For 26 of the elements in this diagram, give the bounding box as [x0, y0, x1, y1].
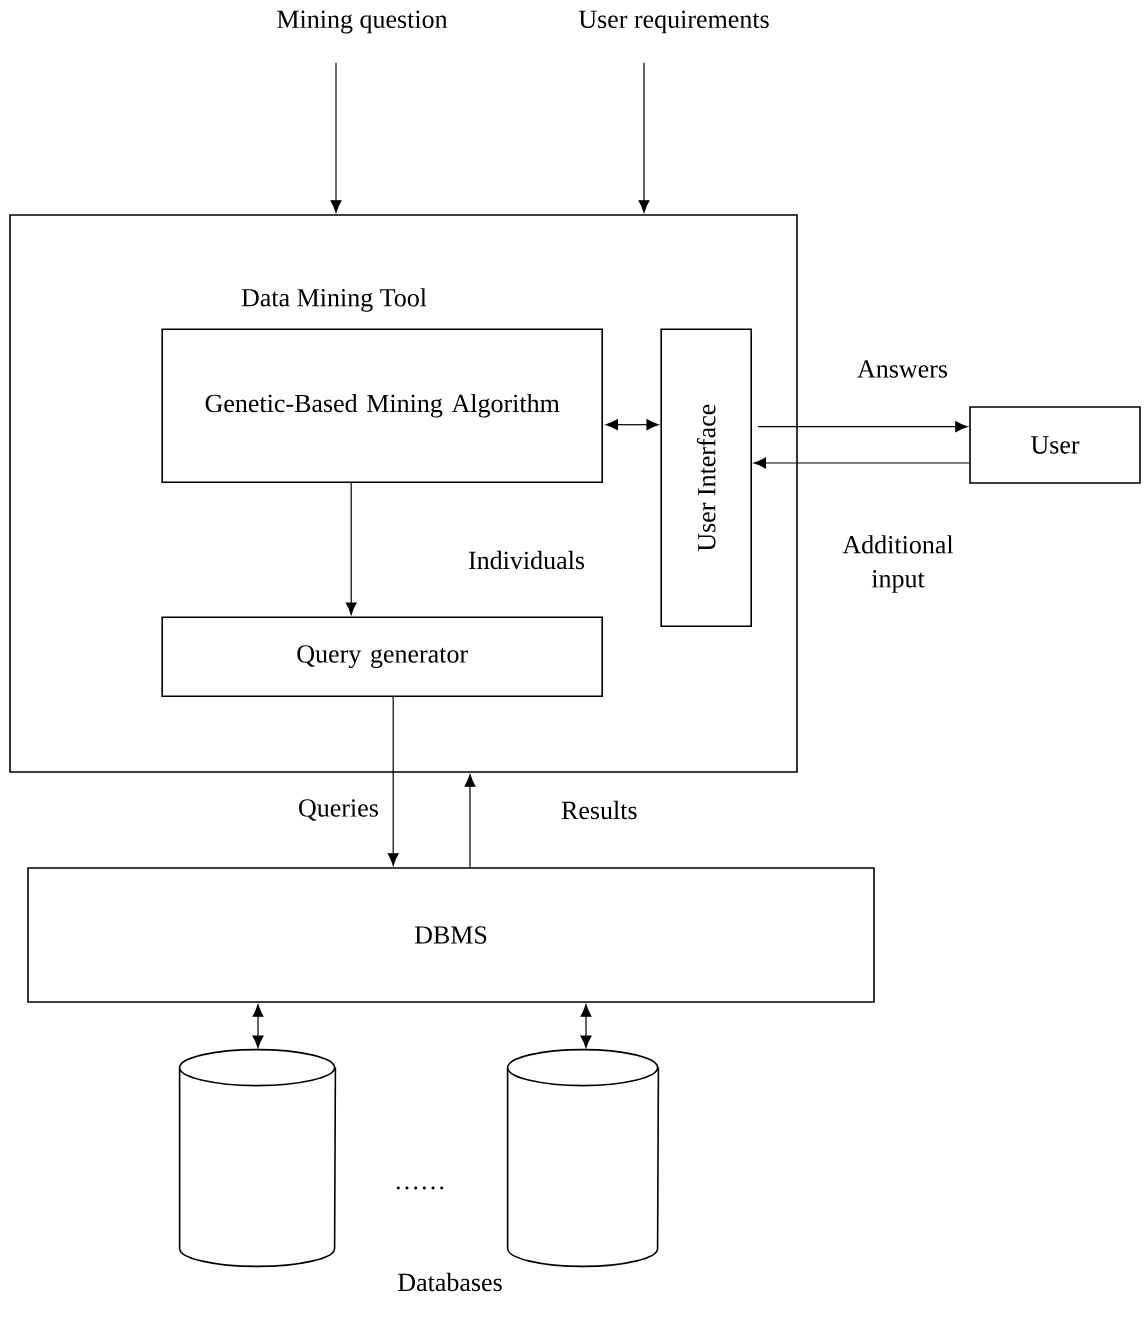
edge-label: Results [559, 798, 637, 822]
interface-box: User Interface [660, 328, 752, 627]
arrow [387, 696, 399, 866]
edge-label: Individuals [466, 548, 585, 572]
arrow [757, 421, 968, 433]
database-cylinder [178, 1048, 337, 1268]
arrow [605, 419, 659, 431]
arrow [580, 1004, 592, 1049]
arrow [330, 62, 342, 213]
arrow [638, 62, 650, 213]
caption: Databases [398, 1272, 502, 1292]
edge-label: Queries [296, 797, 378, 823]
ellipsis: …… [396, 1186, 444, 1190]
input-text: Mining question [277, 10, 448, 34]
dbms-box: DBMS [27, 867, 875, 1003]
database-cylinder [506, 1048, 660, 1268]
process-box: Genetic-Based Mining Algorithm [161, 328, 603, 483]
arrow [252, 1004, 264, 1049]
arrow [345, 482, 357, 615]
arrow [753, 457, 970, 469]
arrow [464, 774, 476, 868]
input-text: User requirements [578, 10, 769, 34]
user-box: User [969, 406, 1141, 484]
edge-label: Answers [855, 358, 948, 380]
edge-label: Additional input [836, 533, 960, 595]
process-box: Query generator [161, 616, 603, 697]
